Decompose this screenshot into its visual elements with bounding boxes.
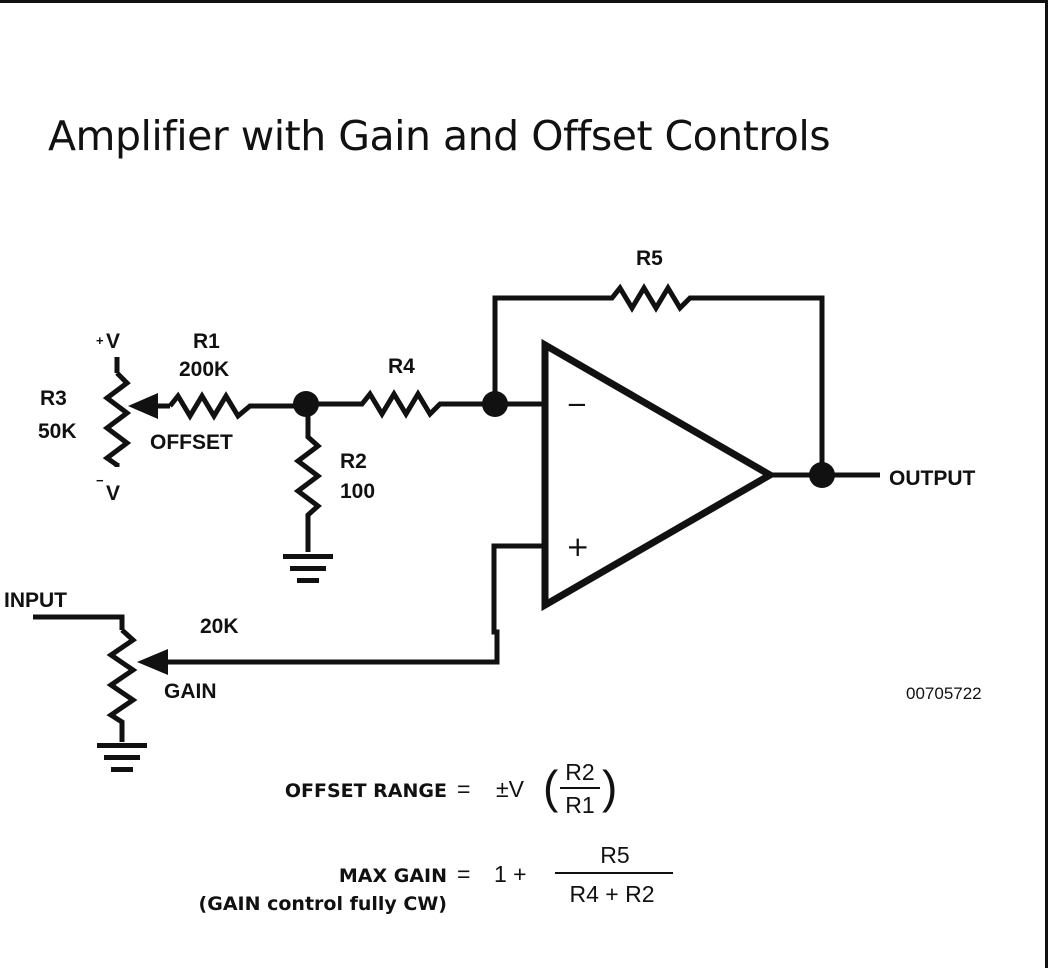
- offset-close-paren: ): [602, 761, 617, 813]
- r5-resistor: [492, 283, 825, 474]
- offset-equals: =: [457, 776, 470, 802]
- gain-pot-value: 20K: [200, 615, 239, 638]
- r2-value: 100: [340, 480, 375, 503]
- output-label: OUTPUT: [889, 467, 976, 490]
- gain-wiper-arrow-icon: [137, 649, 168, 675]
- gain-numerator: R5: [600, 842, 629, 868]
- positive-supply-label: V: [106, 330, 120, 353]
- negative-supply-label: V: [106, 482, 120, 505]
- gain-equals: =: [457, 861, 470, 887]
- ground-icon: [97, 743, 147, 772]
- r2-name: R2: [340, 450, 367, 473]
- offset-denominator: R1: [565, 792, 594, 818]
- ground-icon: [283, 554, 333, 583]
- r1-resistor: [168, 391, 300, 421]
- offset-numerator: R2: [565, 759, 594, 785]
- gain-prefix: 1 +: [494, 861, 527, 887]
- input-label: INPUT: [4, 589, 67, 612]
- junction-node-output: [809, 462, 835, 488]
- offset-label: OFFSET: [150, 431, 233, 454]
- offset-open-paren: (: [543, 761, 559, 813]
- negative-supply-sup: −: [96, 473, 104, 488]
- opamp-triangle: [541, 338, 777, 612]
- r5-name: R5: [636, 247, 663, 270]
- frame-top-border: [0, 0, 1048, 3]
- offset-prefix: ±V: [496, 776, 525, 802]
- gain-label: GAIN: [164, 680, 217, 703]
- gain-potentiometer: [106, 628, 138, 742]
- r3-name: R3: [40, 387, 67, 410]
- offset-range-label: OFFSET RANGE: [285, 780, 447, 802]
- gain-fraction-bar: [555, 872, 673, 874]
- max-gain-note: (GAIN control fully CW): [199, 893, 447, 915]
- diagram-title: Amplifier with Gain and Offset Controls: [48, 112, 831, 160]
- r1-value: 200K: [179, 358, 229, 381]
- r2-resistor: [293, 404, 323, 552]
- r4-resistor: [306, 389, 496, 419]
- positive-supply-sup: +: [96, 333, 104, 348]
- opamp-noninverting-symbol: +: [566, 530, 589, 563]
- opamp-inverting-symbol: −: [566, 390, 588, 420]
- offset-fraction-bar: [560, 787, 600, 789]
- r1-name: R1: [193, 330, 220, 353]
- r3-potentiometer: [102, 357, 132, 468]
- offset-wiper-arrow-icon: [128, 393, 158, 419]
- max-gain-label: MAX GAIN: [339, 865, 447, 887]
- r4-name: R4: [388, 355, 415, 378]
- frame-right-border: [1045, 0, 1048, 968]
- r3-value: 50K: [38, 420, 77, 443]
- gain-denominator: R4 + R2: [569, 881, 654, 907]
- part-number: 00705722: [906, 684, 982, 703]
